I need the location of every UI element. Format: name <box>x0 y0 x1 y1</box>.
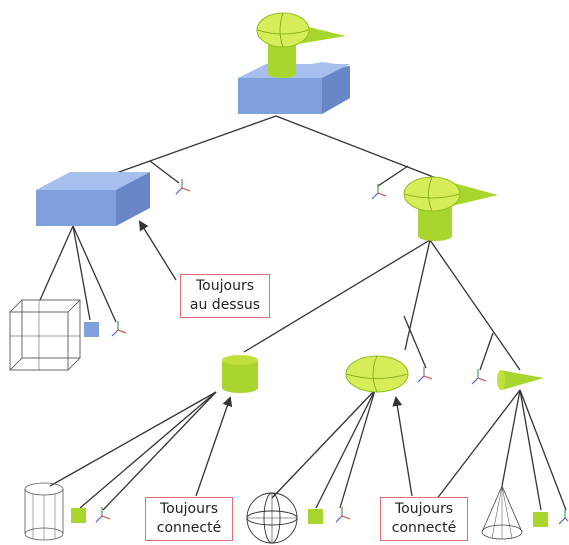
edge-lamp-cylinder <box>243 239 431 353</box>
edge-cyl-wire <box>49 391 217 487</box>
lamp-ellipsoid-seam <box>403 176 461 212</box>
edge-box-frame <box>72 225 117 323</box>
wireframe-sphere-icon <box>246 492 298 544</box>
axis-frame-icon <box>417 367 433 383</box>
edge-branch-frame-left <box>149 160 180 184</box>
box-right <box>116 172 150 226</box>
callout-arrows <box>138 220 413 497</box>
arrow-right-callout <box>392 396 413 497</box>
edge-lamp-cone <box>429 239 521 371</box>
axis-frame-icon <box>471 369 487 385</box>
edge-ell-greensq <box>315 389 376 509</box>
edge-root-box <box>107 115 277 177</box>
lamp-icon <box>403 176 498 241</box>
axis-frame-icon <box>95 507 111 523</box>
tree-edges <box>39 115 567 511</box>
edge-lamp-ellipsoid <box>404 239 431 351</box>
callout-always-on-top: Toujours au dessus <box>180 274 270 318</box>
lamp-on-box-icon <box>238 12 350 114</box>
callout-right-line2: connecté <box>391 520 457 536</box>
edge-branch-frame-cone <box>479 332 494 371</box>
callout-top-line2: au dessus <box>189 297 261 313</box>
axis-frame-icon <box>558 509 569 525</box>
green-square-icon <box>308 509 323 524</box>
edge-root-lamp <box>275 115 437 179</box>
edge-cyl-greensq <box>79 391 217 509</box>
cone-icon <box>497 370 544 390</box>
edge-box-bluesq <box>72 225 91 321</box>
wireframe-box-icon <box>9 299 81 371</box>
callout-right-line1: Toujours <box>395 501 453 517</box>
blue-square-icon <box>84 322 99 337</box>
green-square-icon <box>71 508 86 523</box>
edge-ell-sphere <box>271 389 376 499</box>
axis-frame-icon <box>371 184 387 200</box>
edge-cone-apex <box>501 389 521 487</box>
root-box-face <box>238 78 322 114</box>
callout-always-connected-left: Toujours connecté <box>145 497 233 541</box>
arrow-left-callout <box>195 396 233 497</box>
lamp-stem-base <box>418 231 452 241</box>
axis-frame-icon <box>175 179 191 195</box>
box-front <box>36 190 116 226</box>
box-lid <box>36 172 150 190</box>
callout-top-line1: Toujours <box>196 278 254 294</box>
callout-left-line2: connecté <box>156 520 222 536</box>
edge-cone-greensq <box>519 389 542 511</box>
wireframe-cylinder-icon <box>24 482 64 541</box>
green-square-icon <box>533 512 548 527</box>
edge-ell-frame <box>339 389 376 509</box>
lamp-cone <box>450 182 498 206</box>
lamp-ellipsoid <box>403 176 461 212</box>
edge-cone-wire <box>435 389 521 501</box>
edge-box-wirebox <box>39 225 74 301</box>
blue-box-icon <box>36 172 150 226</box>
arrow-top-callout <box>138 220 177 281</box>
ellipsoid-icon <box>345 355 409 393</box>
axis-frame-icon <box>335 507 351 523</box>
cylinder-icon <box>222 355 258 393</box>
callout-always-connected-right: Toujours connecté <box>380 497 468 541</box>
edge-branch-frame-right <box>377 165 409 187</box>
edge-cyl-frame <box>102 391 217 511</box>
callout-left-line1: Toujours <box>160 501 218 517</box>
root-ellipsoid-seam <box>256 12 310 48</box>
root-box-right <box>322 66 350 114</box>
root-stem-base <box>268 70 296 78</box>
edge-cone-frame <box>519 389 567 511</box>
edge-branch-frame-mid <box>403 315 427 369</box>
root-ellipsoid <box>256 12 310 48</box>
wireframe-cone-icon <box>481 485 523 540</box>
root-stem <box>268 44 296 74</box>
axis-frame-icon <box>111 321 127 337</box>
